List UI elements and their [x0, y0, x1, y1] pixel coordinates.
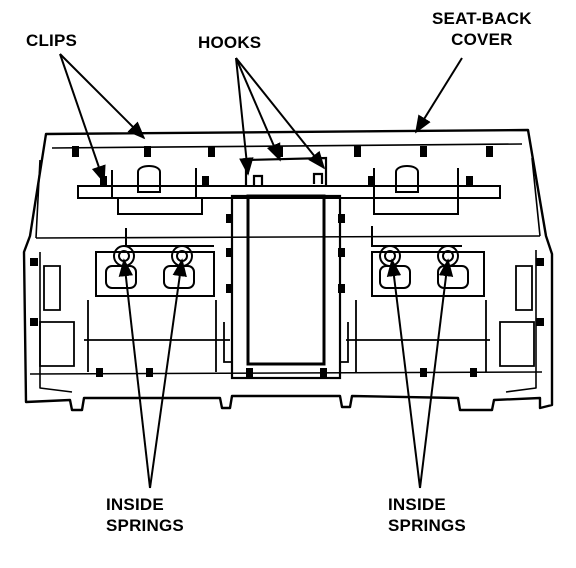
inside-springs-right-label: INSIDE SPRINGS	[388, 495, 466, 535]
leader-lines	[59, 53, 463, 489]
seat-back-cover-label: SEAT-BACK COVER	[432, 9, 532, 49]
hooks-label: HOOKS	[198, 33, 262, 52]
seat-back-cover	[22, 128, 554, 412]
lower-structure	[39, 265, 535, 372]
center-opening	[223, 194, 349, 380]
inside-springs-left-label: INSIDE SPRINGS	[106, 495, 184, 535]
hook-bracket	[244, 156, 328, 186]
clips-label: CLIPS	[26, 31, 78, 50]
spring-mounts	[113, 245, 459, 267]
clips-marks	[30, 146, 544, 377]
upper-frame-bar	[77, 168, 501, 199]
